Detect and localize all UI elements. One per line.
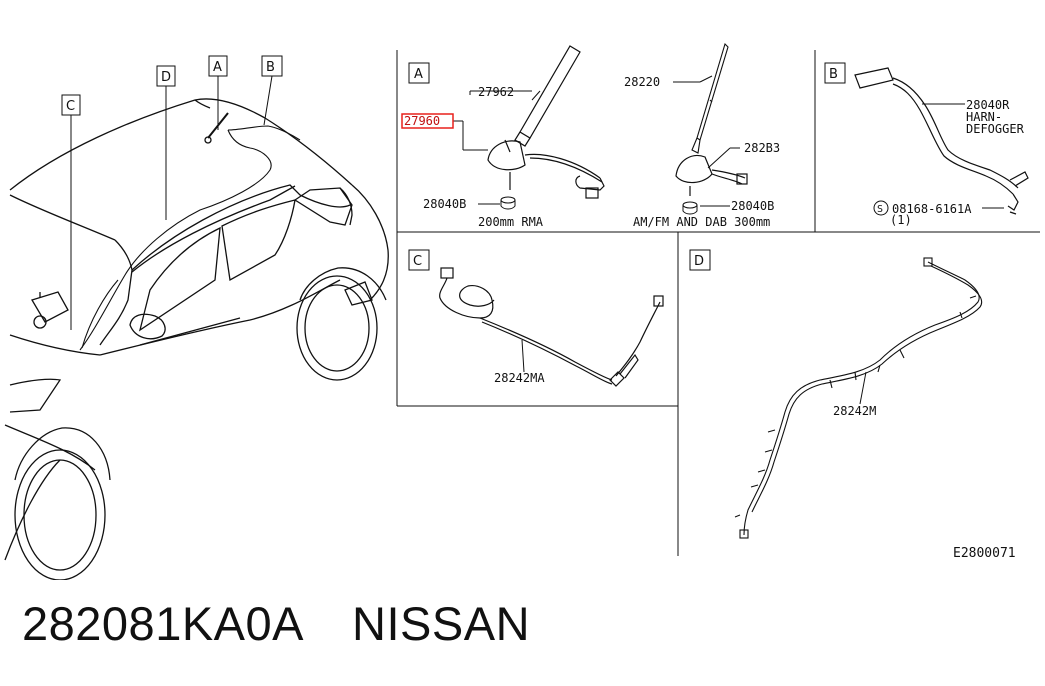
callout-a: A [213, 60, 222, 75]
part-28040b-left: 28040B [423, 197, 466, 211]
footer-title: 282081KA0A NISSAN [22, 596, 530, 651]
part-27962: 27962 [478, 85, 514, 99]
brand-name: NISSAN [352, 597, 531, 650]
caption-300mm: AM/FM AND DAB 300mm [633, 215, 770, 229]
panel-b-letter: B [829, 67, 838, 82]
car-callouts: C D A B [61, 55, 283, 330]
antenna-base-right [675, 155, 748, 196]
callout-b: B [266, 60, 275, 75]
caption-200mm: 200mm RMA [478, 215, 544, 229]
harness-28242ma [439, 267, 664, 387]
part-harn-label: HARN- [966, 110, 1002, 124]
panel-d-letter: D [694, 254, 704, 269]
part-27960-highlight [401, 113, 454, 129]
defogger-harness [854, 67, 1029, 215]
callout-c: C [66, 99, 75, 114]
part-282b3: 282B3 [744, 141, 780, 155]
part-28242m: 28242M [833, 404, 876, 418]
s-symbol: S [877, 204, 883, 215]
part-08168-6161a: 08168-6161A [892, 202, 972, 216]
short-antenna-rod [514, 45, 581, 147]
part-27960: 27960 [404, 114, 440, 128]
part-28220: 28220 [624, 75, 660, 89]
part-28040r: 28040R [966, 98, 1010, 112]
panel-frames [396, 50, 1040, 556]
grommet-left [500, 196, 516, 210]
vehicle-illustration [4, 98, 389, 580]
panel-c: C 28242MA [408, 249, 664, 387]
quantity-1: (1) [890, 213, 912, 227]
part-28242ma: 28242MA [494, 371, 545, 385]
panel-a: A 27962 [401, 42, 780, 229]
diagram-code: E2800071 [953, 546, 1016, 561]
panel-c-letter: C [413, 254, 422, 269]
long-antenna-mast [691, 42, 729, 154]
part-number: 282081KA0A [22, 597, 305, 650]
part-28040b-right: 28040B [731, 199, 774, 213]
callout-d: D [161, 70, 171, 85]
part-defogger-label: DEFOGGER [966, 122, 1025, 136]
parts-diagram: C D A B A [4, 42, 1040, 580]
panel-a-letter: A [414, 67, 423, 82]
harness-28242m [734, 257, 983, 539]
grommet-right [682, 201, 698, 215]
panel-b: B 28040R HARN- DEFOGGER S 08168-6161A (1… [824, 62, 1029, 227]
antenna-base-left [487, 139, 605, 199]
panel-d: D 28242M [689, 249, 983, 539]
